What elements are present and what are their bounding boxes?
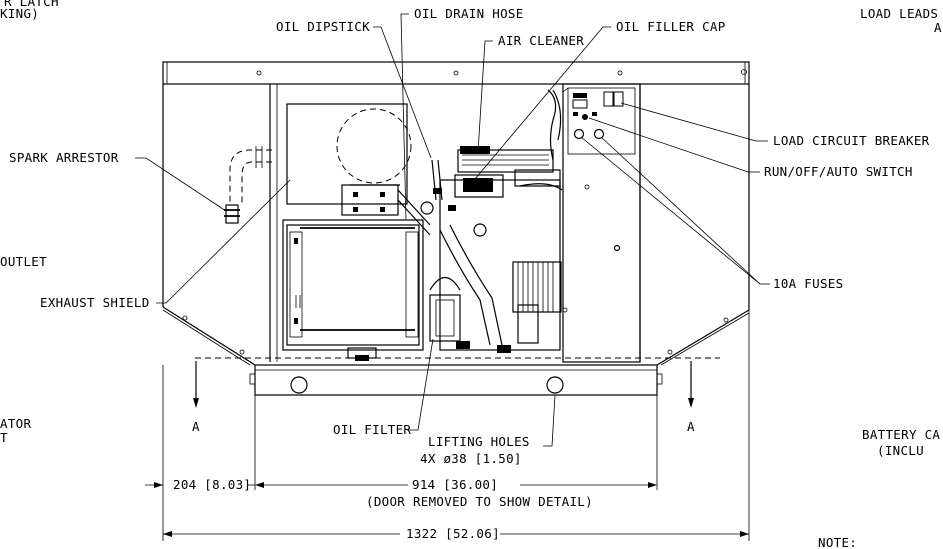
section-label-a-right: A: [687, 419, 695, 434]
dimension-door-note: (DOOR REMOVED TO SHOW DETAIL): [366, 494, 593, 509]
partial-label-battery-2: (INCLU: [877, 443, 924, 458]
partial-label-load-leads: LOAD LEADS: [860, 6, 938, 21]
section-label-a-left: A: [192, 419, 200, 434]
alternator: [282, 219, 424, 361]
partial-label-locking: KING): [0, 6, 39, 21]
partial-label-outlet: OUTLET: [0, 254, 47, 269]
label-exhaust-shield: EXHAUST SHIELD: [40, 295, 150, 310]
partial-label-alternator: ATOR: [0, 416, 31, 431]
dimension-offset: 204 [8.03]: [173, 477, 251, 492]
partial-label-load-leads-2: A: [934, 20, 942, 35]
partial-label-latch: R LATCH: [4, 0, 59, 9]
leader-lines: [135, 13, 770, 447]
dimension-overall-width: 1322 [52.06]: [406, 526, 500, 541]
label-lifting-holes-spec: 4X ø38 [1.50]: [420, 451, 522, 466]
control-panel: [562, 83, 641, 363]
spark-arrestor: [224, 146, 272, 224]
label-oil-dipstick: OIL DIPSTICK: [276, 19, 370, 34]
label-load-circuit-breaker: LOAD CIRCUIT BREAKER: [773, 133, 930, 148]
label-run-off-auto-switch: RUN/OFF/AUTO SWITCH: [764, 164, 913, 179]
label-note: NOTE:: [818, 535, 857, 549]
dimension-inner-width: 914 [36.00]: [412, 477, 498, 492]
label-spark-arrestor: SPARK ARRESTOR: [9, 150, 119, 165]
exhaust-shield: [286, 103, 434, 236]
label-oil-drain-hose: OIL DRAIN HOSE: [414, 6, 524, 21]
label-lifting-holes: LIFTING HOLES: [428, 434, 530, 449]
partial-label-alternator-2: T: [0, 430, 8, 445]
dimension-lines: [145, 310, 750, 541]
engine: [429, 89, 563, 353]
label-10a-fuses: 10A FUSES: [773, 276, 843, 291]
partial-label-battery: BATTERY CA: [862, 427, 940, 442]
label-oil-filter: OIL FILTER: [333, 422, 411, 437]
label-air-cleaner: AIR CLEANER: [498, 33, 584, 48]
label-oil-filler-cap: OIL FILLER CAP: [616, 19, 726, 34]
